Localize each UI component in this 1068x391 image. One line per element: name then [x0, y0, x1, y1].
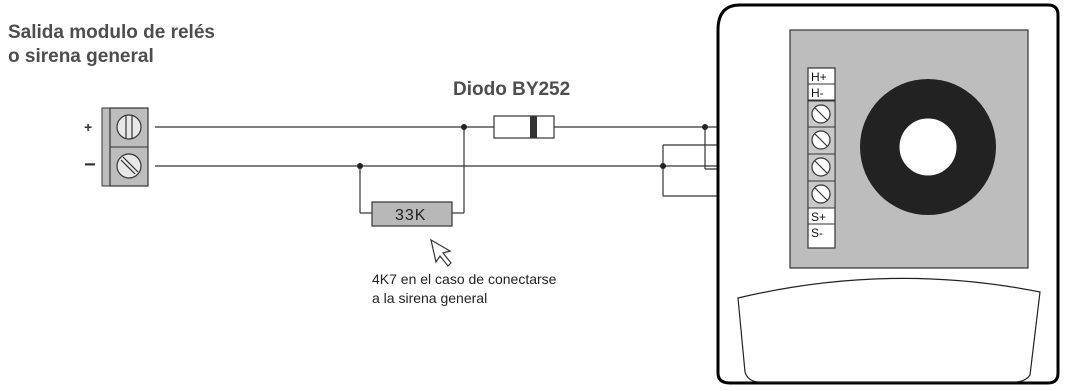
terminal-screw-icon [807, 100, 836, 128]
output-title-line2: o sirena general [8, 46, 154, 67]
terminal-label-s-minus: S- [811, 226, 823, 240]
pointer-arrow-icon [430, 238, 452, 267]
output-title-line1: Salida modulo de relés [8, 22, 215, 43]
screw-negative-icon [116, 153, 142, 179]
terminal-screw-icon [807, 126, 836, 155]
resistor-33k [371, 201, 453, 227]
wires [155, 124, 808, 214]
resistor-label: 33K [395, 207, 426, 224]
diode-by252 [493, 115, 555, 139]
note-line1: 4K7 en el caso de conectarse [372, 271, 557, 287]
terminal-screw-icon [807, 180, 836, 209]
screw-positive-icon [116, 114, 142, 140]
siren-terminal-strip [807, 67, 836, 249]
siren-housing [716, 3, 1060, 385]
input-terminal-block [101, 107, 149, 187]
positive-symbol: + [84, 119, 92, 135]
terminal-label-h-minus: H- [811, 86, 824, 100]
diode-label: Diodo BY252 [453, 79, 570, 100]
terminal-label-s-plus: S+ [811, 210, 826, 224]
note-line2: a la sirena general [372, 290, 487, 306]
negative-symbol: − [84, 154, 96, 176]
terminal-label-h-plus: H+ [811, 70, 827, 84]
terminal-screw-icon [807, 153, 836, 182]
